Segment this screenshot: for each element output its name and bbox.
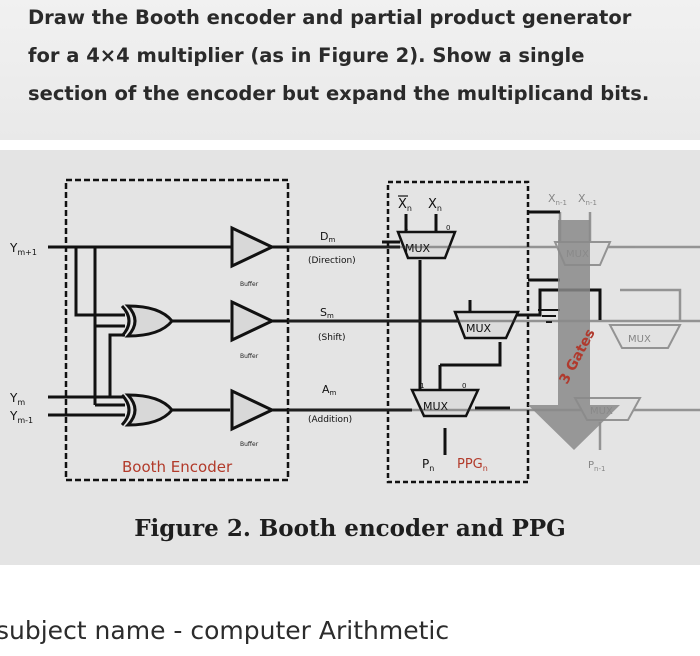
ppg-box xyxy=(386,180,530,484)
question-line-3: section of the encoder but expand the mu… xyxy=(28,82,650,105)
xor-gates xyxy=(120,304,174,427)
mux-group xyxy=(396,230,520,418)
mux-label: MUX xyxy=(423,400,449,413)
figure-photo: Ym+1 Ym Ym-1 Buffer Buffer Buffer Dm (Di… xyxy=(0,150,700,565)
svg-text:1: 1 xyxy=(420,382,424,390)
svg-text:0: 0 xyxy=(446,224,450,232)
mux-icon xyxy=(453,310,520,340)
input-ym-plus-1: Ym+1 xyxy=(9,241,37,257)
buffers xyxy=(230,225,276,432)
svg-text:1: 1 xyxy=(404,224,408,232)
input-ym-minus-1: Ym-1 xyxy=(9,409,33,425)
question-panel: Draw the Booth encoder and partial produ… xyxy=(0,0,700,140)
ground-icon xyxy=(538,309,560,323)
signal-s-desc: (Shift) xyxy=(318,333,345,343)
booth-encoder-box xyxy=(64,178,290,482)
x-top: Xn xyxy=(428,197,442,213)
svg-text:Xn-1: Xn-1 xyxy=(578,192,597,207)
xor-gate-icon xyxy=(124,393,174,427)
mux-label: MUX xyxy=(405,242,431,255)
input-ym: Ym xyxy=(9,391,25,407)
pp-output: Pn xyxy=(422,457,434,473)
buffer-icon xyxy=(230,299,276,343)
svg-text:MUX: MUX xyxy=(628,334,651,345)
signal-a-desc: (Addition) xyxy=(308,415,352,425)
down-arrow-icon xyxy=(528,220,620,450)
question-line-1: Draw the Booth encoder and partial produ… xyxy=(28,6,632,29)
input-wires xyxy=(48,245,232,417)
x-top-bar: Xn xyxy=(398,197,412,213)
svg-text:0: 0 xyxy=(462,382,466,390)
buffer-icon xyxy=(230,388,276,432)
signal-d: Dm xyxy=(320,230,335,244)
xor-gate-icon xyxy=(124,304,174,338)
signal-wires xyxy=(272,245,470,412)
booth-encoder-label: Booth Encoder xyxy=(122,458,233,476)
booth-ppg-diagram: Ym+1 Ym Ym-1 Buffer Buffer Buffer Dm (Di… xyxy=(9,178,700,484)
buffer-label: Buffer xyxy=(240,281,259,288)
figure-caption: Figure 2. Booth encoder and PPG xyxy=(134,515,566,542)
svg-text:Xn-1: Xn-1 xyxy=(548,192,567,207)
mux-label: MUX xyxy=(466,322,492,335)
signal-s: Sm xyxy=(320,306,334,320)
mux-icon xyxy=(396,230,457,260)
subject-text: subject name - computer Arithmetic xyxy=(0,616,450,645)
buffer-label: Buffer xyxy=(240,353,259,360)
question-line-2: for a 4×4 multiplier (as in Figure 2). S… xyxy=(28,44,585,67)
signal-d-desc: (Direction) xyxy=(308,256,356,266)
three-gates-annotation: 3 Gates xyxy=(528,220,620,450)
mux-icon xyxy=(410,388,480,418)
ppg-label: PPGn xyxy=(457,457,488,473)
buffer-label: Buffer xyxy=(240,441,259,448)
signal-a: Am xyxy=(322,383,337,397)
buffer-icon xyxy=(230,225,276,269)
svg-text:Pn-1: Pn-1 xyxy=(588,460,605,473)
